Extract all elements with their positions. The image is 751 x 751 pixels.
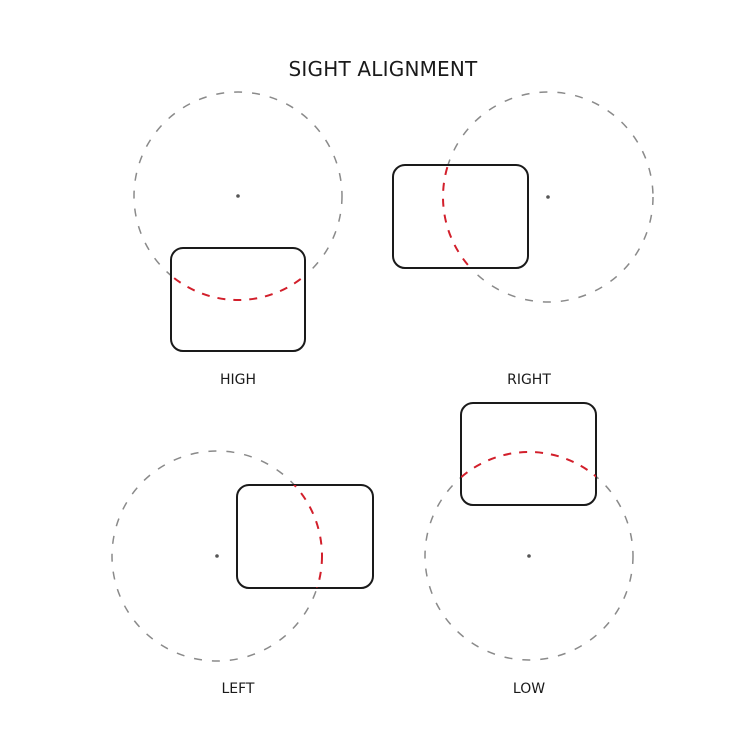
panel-label-high: HIGH [220,372,256,388]
aperture-center-dot [546,195,550,199]
front-sight-window [236,484,374,589]
panel-high: HIGH [133,91,343,388]
front-sight-window [392,164,529,269]
panel-right: RIGHT [392,91,654,388]
aperture-center-dot [215,554,219,558]
overlap-arc [171,248,305,301]
panel-left: LEFT [111,450,374,697]
overlap-arc [237,485,323,588]
aperture-center-dot [236,194,240,198]
panel-low: LOW [424,402,634,697]
front-sight-window [460,402,597,506]
diagram-title: SIGHT ALIGNMENT [289,57,479,81]
panel-label-low: LOW [513,681,545,697]
panel-label-right: RIGHT [507,372,551,388]
panel-label-left: LEFT [221,681,254,697]
aperture-center-dot [527,554,531,558]
